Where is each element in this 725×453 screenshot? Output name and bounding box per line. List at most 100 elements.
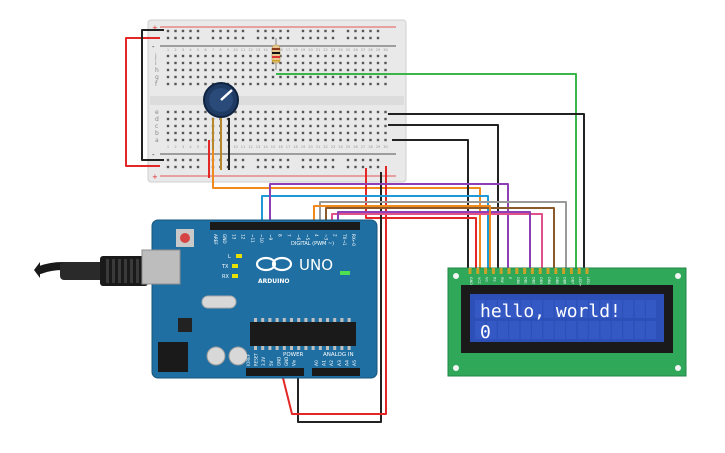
led-tx-label: TX <box>221 264 229 270</box>
column-number: 23 <box>331 145 336 149</box>
wire-purple-d2 <box>337 211 531 272</box>
lcd-pin-label: GND <box>469 277 473 285</box>
column-number: 18 <box>293 48 298 52</box>
column-number: 14 <box>263 48 268 52</box>
power-pin-label: Vin <box>292 359 297 366</box>
digital-pin-label: ~9 <box>268 234 273 241</box>
column-number: 16 <box>278 145 283 149</box>
lcd-pin-label: DB6 <box>563 277 567 284</box>
wire-black-lcd3 <box>392 139 469 272</box>
row-letter: d <box>155 116 159 123</box>
wire-black-rail-left <box>141 29 164 161</box>
digital-pin-label: ~10 <box>259 234 264 243</box>
column-number: 2 <box>174 145 176 149</box>
column-number: 1 <box>167 145 169 149</box>
column-number: 3 <box>182 145 184 149</box>
lcd-line-1: hello, world! <box>480 301 621 322</box>
column-number: 17 <box>286 145 291 149</box>
digital-pin-label: 2 <box>333 234 338 237</box>
column-number: 30 <box>383 48 388 52</box>
analog-pin-label: A4 <box>344 360 350 366</box>
wire-black-gnd <box>297 172 382 423</box>
arduino-logo: UNO ARDUINO <box>255 256 333 285</box>
wire-purple-d11 <box>269 183 509 272</box>
power-pin-label: RESET <box>254 353 259 366</box>
column-number: 26 <box>353 145 358 149</box>
digital-pin-label: ~3 <box>323 234 328 241</box>
lcd-pin-label: RW <box>500 277 504 283</box>
wire-pink-d3 <box>331 213 543 272</box>
column-number: 23 <box>331 48 336 52</box>
lcd-pin-label: LED+ <box>578 277 582 287</box>
atmega-chip <box>250 318 356 350</box>
column-number: 11 <box>241 145 246 149</box>
lcd-pin-label: VCC <box>477 277 481 285</box>
digital-pin-label: 4 <box>314 234 319 237</box>
column-number: 6 <box>204 48 207 52</box>
column-number: 27 <box>361 48 366 52</box>
column-number: 27 <box>361 145 366 149</box>
column-number: 2 <box>174 48 176 52</box>
arduino-uno-board: UNO ARDUINO DIGITAL (PWM ~) POWER ANALOG… <box>141 219 378 379</box>
arduino-brand-text: ARDUINO <box>258 278 289 285</box>
led-rx-label: RX <box>222 274 229 280</box>
analog-pin-label: A2 <box>329 360 335 366</box>
column-number: 1 <box>167 48 169 52</box>
column-number: 19 <box>301 48 306 52</box>
analog-header <box>312 368 360 376</box>
wire-orange-d7 <box>313 205 491 272</box>
column-number: 21 <box>316 145 321 149</box>
reset-button[interactable] <box>176 229 194 247</box>
resistor <box>271 38 281 70</box>
column-number: 10 <box>233 145 238 149</box>
column-number: 7 <box>212 48 214 52</box>
column-number: 14 <box>263 145 268 149</box>
rail-plus-top: + <box>152 24 158 32</box>
column-number: 26 <box>353 48 358 52</box>
digital-pin-label: 12 <box>241 234 246 240</box>
lcd-pin-label: LED- <box>586 277 590 286</box>
column-number: 16 <box>278 48 283 52</box>
digital-pin-label: TX→1 <box>342 233 347 246</box>
row-letter: i <box>155 60 157 67</box>
rail-plus-bottom: + <box>152 173 158 181</box>
power-pin-label: GND <box>276 357 281 366</box>
lcd-pin-label: DB3 <box>539 277 543 284</box>
lcd-line-2: 0 <box>480 322 491 343</box>
led-l-label: L <box>228 254 231 260</box>
column-number: 9 <box>227 48 230 52</box>
power-header <box>246 368 304 376</box>
column-number: 22 <box>323 145 328 149</box>
rail-minus-top: - <box>152 43 155 51</box>
column-number: 8 <box>219 48 222 52</box>
column-number: 29 <box>376 145 381 149</box>
wire-orange-pot <box>212 150 481 270</box>
column-number: 13 <box>256 48 261 52</box>
digital-pin-label: AREF <box>213 234 218 245</box>
uno-text: UNO <box>299 256 333 274</box>
column-number: 4 <box>189 145 192 149</box>
digital-label: DIGITAL (PWM ~) <box>291 241 334 247</box>
lcd-pin-label: DB7 <box>570 277 574 284</box>
power-pin-label: GND <box>284 357 289 366</box>
potentiometer[interactable] <box>203 82 239 170</box>
wire-gray-d5 <box>319 201 567 272</box>
column-number: 28 <box>368 145 373 149</box>
column-number: 20 <box>308 48 313 52</box>
power-pin-label: 5V <box>269 360 274 366</box>
usb-cable <box>34 256 148 286</box>
column-number: 25 <box>346 48 351 52</box>
column-number: 13 <box>256 145 261 149</box>
row-letter: h <box>155 67 159 74</box>
row-letter: a <box>155 137 159 144</box>
column-number: 5 <box>197 48 199 52</box>
lcd-pin-label: DB4 <box>547 277 551 284</box>
row-letter: j <box>154 53 157 60</box>
lcd-pin-label: DB5 <box>555 277 559 284</box>
analog-pin-label: A1 <box>322 360 328 366</box>
power-pin-label: 3.3V <box>261 357 266 366</box>
column-number: 12 <box>248 145 253 149</box>
